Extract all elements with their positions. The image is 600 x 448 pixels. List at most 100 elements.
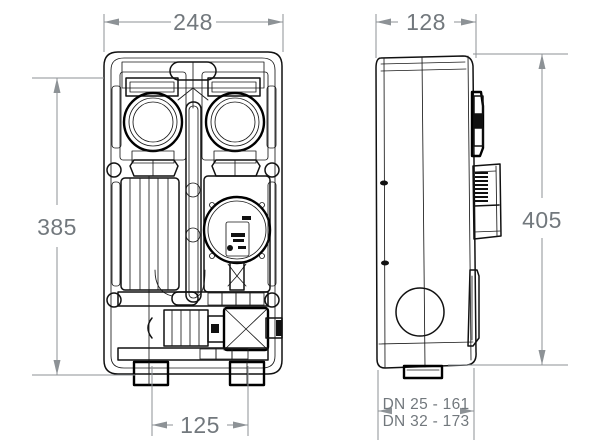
side-top-inner-line-2 [380,68,467,72]
front-port-left [132,360,170,387]
front-center-channel [185,101,202,303]
dim-248-value: 248 [173,9,213,35]
front-actuator-label [225,221,250,257]
front-valve-cap-left [147,317,153,339]
side-module-divider [473,204,500,207]
front-pump-right-flange [213,150,257,164]
front-top-rail [121,61,265,89]
front-right-outer-rib [267,181,277,287]
front-bottom-ports [117,347,269,387]
side-latch-black-band [474,114,483,128]
dimension-depth-overall: 128 [375,9,477,58]
side-rear-inner-line [467,55,472,361]
dimension-height-body: 385 [32,77,135,376]
dim-125-arrow-left [152,421,167,429]
front-actuator-face-ring [207,200,267,260]
front-pump-left-terminal [125,77,179,97]
front-center-rail-inner [188,105,199,299]
front-mount-hole-tl [106,162,122,178]
front-valve-port-mark [211,324,219,333]
front-actuator-screw-br [259,253,265,259]
front-pump-right-motor-ring [210,97,260,147]
dim-dn32-value: DN 32 - 173 [383,413,470,430]
front-pump-left-motor-ring [128,97,178,147]
dimension-port-spacing: 125 [151,366,249,438]
dim-128-arrow-left [376,18,391,26]
side-module-fins [475,172,488,202]
side-clip-upper [380,180,388,186]
front-left-pipe-block [111,175,180,375]
front-pump-left-flange [131,150,175,164]
front-actuator-face [202,195,272,265]
front-actuator-screw-tr [259,202,265,208]
front-view [103,51,283,387]
side-terminal-module [472,163,502,240]
front-valve-stub-cap [276,320,282,336]
front-mount-hole-br [264,292,280,308]
front-mount-hole-tr [264,162,280,178]
side-module-bottom-inner [473,230,501,233]
side-top-inner-line [380,61,466,65]
front-mixing-valve-vane-right [245,307,269,351]
front-pump-right-side-rib [266,85,277,149]
dim-385-value: 385 [37,214,77,240]
front-manifold-cell-4 [249,292,265,306]
front-pump-right-motor-hub [214,101,256,143]
side-module-right-edge [495,165,498,237]
dim-dn-arrow-right [460,407,474,415]
dimension-width-overall: 248 [103,9,284,52]
dim-128-value: 128 [406,9,446,35]
dim-dn-arrow-left [378,407,392,415]
front-mixing-valve [222,306,270,352]
side-module-body [472,163,502,240]
front-actuator-indicator [242,216,251,220]
front-pump-right-terminal [207,77,261,97]
dim-248-arrow-right [268,18,283,26]
front-actuator-screw-bl [209,253,215,259]
front-left-pipe-outer [120,177,180,291]
front-outer-shell [103,51,283,375]
side-bottom-port [402,364,444,380]
side-bottom-band [378,341,474,345]
front-actuator-stem [229,261,245,291]
dim-125-arrow-right [233,421,248,429]
side-latch-body [470,90,485,158]
front-top-vee [177,87,209,101]
front-manifold-curve-left [154,269,173,297]
front-pump-left-motor-hub [132,101,174,143]
dim-385-arrow-top [53,78,61,93]
dim-385-arrow-bottom [53,360,61,375]
front-valve-cluster [147,306,283,352]
front-left-outer-rib [111,181,121,287]
side-latch-slot-lower [473,127,484,147]
front-manifold-slot [171,291,199,306]
front-pump-left [111,71,187,177]
side-latch-assembly [470,90,485,158]
front-center-port-upper [185,182,201,198]
side-clip-lower [381,260,389,266]
front-actuator-screw-tl [209,202,215,208]
front-actuator-button [227,245,233,251]
dimension-dn-depth: DN 25 - 161 DN 32 - 173 [377,368,475,440]
dim-248-arrow-left [104,18,119,26]
front-actuator-text-line-3 [238,246,246,249]
dimension-height-overall: 405 [448,53,568,366]
front-center-rail [185,101,202,303]
dim-405-arrow-bottom [538,350,546,365]
dim-128-arrow-right [461,18,476,26]
front-shell-inner-offset [110,57,276,369]
front-manifold-curve-right [197,269,206,297]
side-lower-fin [467,269,480,347]
front-actuator-text-line-2 [233,239,244,242]
side-module-top-edge [472,170,497,173]
dim-405-value: 405 [522,207,562,233]
side-front-edge-line [383,57,386,369]
front-actuator-yoke-lower [227,275,247,287]
front-pump-left-nut [129,159,179,177]
dim-125-value: 125 [180,412,220,438]
side-split-line [421,56,426,368]
dim-405-arrow-top [538,54,546,69]
